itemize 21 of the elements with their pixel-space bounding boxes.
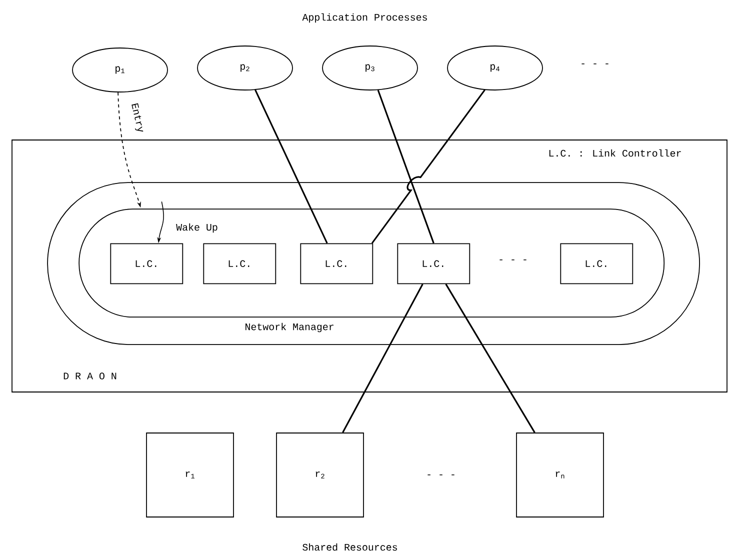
controller-box: L.C.	[110, 243, 184, 284]
edge-label: Wake Up	[175, 222, 219, 234]
connector-line	[254, 90, 328, 244]
ellipsis: - - -	[500, 259, 526, 260]
edge-label: Entry	[128, 101, 146, 135]
note: L.C. : Link Controller	[549, 149, 681, 157]
controller-box: L.C.	[300, 243, 374, 284]
ellipsis: - - -	[582, 63, 608, 64]
connector-line	[342, 284, 424, 433]
group-caption: Shared Resources	[302, 543, 397, 551]
resource-box: r$_{n}$	[516, 432, 604, 518]
controller-box: L.C.	[397, 243, 470, 284]
connector-line	[377, 90, 434, 244]
connector-line	[445, 284, 536, 433]
controller-box: L.C.	[560, 243, 634, 284]
connector-line	[371, 89, 486, 244]
resource-box: r$_{2}$	[276, 432, 364, 518]
group-caption: Application Processes	[302, 13, 427, 23]
resource-box: r$_{1}$	[146, 432, 234, 518]
controller-box: L.C.	[203, 243, 276, 284]
ellipsis: - - -	[428, 474, 454, 476]
